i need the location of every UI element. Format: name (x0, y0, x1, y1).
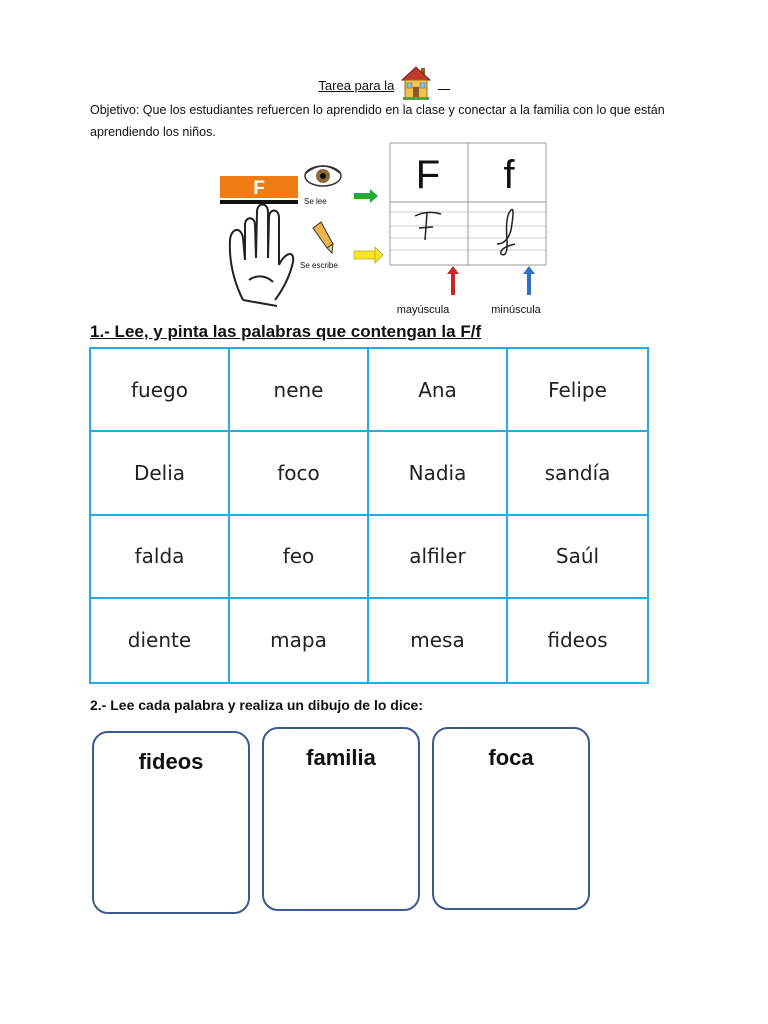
lower-label: minúscula (491, 304, 541, 316)
word-cell[interactable]: Ana (369, 349, 508, 433)
house-icon (400, 64, 432, 103)
word-cell[interactable]: Felipe (508, 349, 647, 433)
write-label: Se escribe (300, 261, 338, 270)
word-text: Ana (418, 377, 457, 402)
exercise-1-heading: 1.- Lee, y pinta las palabras que conten… (90, 322, 482, 341)
read-label: Se lee (304, 197, 327, 206)
word-text: Delia (133, 460, 186, 485)
word-cell[interactable]: mapa (230, 598, 369, 682)
cursive-upper-f-icon (414, 211, 442, 241)
word-grid: fuego nene Ana Felipe Delia foco Nadia s… (89, 347, 649, 684)
word-text: Felipe (548, 377, 607, 402)
upper-label: mayúscula (397, 304, 450, 316)
word-cell[interactable]: Nadia (369, 432, 508, 516)
drawing-box-foca[interactable]: foca (432, 727, 590, 910)
word-cell[interactable]: sandía (508, 432, 647, 516)
word-text: alfiler (409, 544, 466, 569)
word-text: Nadia (408, 460, 467, 485)
worksheet-title: Tarea para la (0, 64, 768, 103)
word-text: fideos (547, 628, 608, 653)
word-text: sandía (544, 460, 611, 485)
word-cell[interactable]: falda (91, 515, 230, 599)
word-text: Saúl (555, 544, 600, 569)
word-cell[interactable]: fuego (91, 349, 230, 433)
word-text: falda (134, 544, 185, 569)
word-text: diente (127, 628, 192, 653)
word-cell[interactable]: foco (230, 432, 369, 516)
word-cell[interactable]: fideos (508, 599, 647, 682)
word-cell[interactable]: mesa (369, 598, 508, 682)
drawing-box-familia[interactable]: familia (262, 727, 420, 911)
banner-letter: F (253, 178, 265, 199)
word-cell[interactable]: nene (230, 349, 369, 433)
word-text: feo (282, 544, 315, 569)
letter-table: F f (389, 142, 547, 266)
word-text: fuego (131, 377, 188, 402)
exercise-2-heading: 2.- Lee cada palabra y realiza un dibujo… (90, 697, 423, 713)
word-text: mesa (410, 628, 465, 653)
drawing-box-label: foca (488, 745, 534, 770)
word-cell[interactable]: diente (91, 598, 230, 682)
eye-icon (304, 165, 342, 187)
green-arrow-icon (354, 189, 378, 203)
word-text: foco (277, 460, 320, 485)
letter-f-graphic: F Se lee Se escribe (215, 140, 550, 320)
drawing-box-label: fideos (138, 749, 204, 774)
blue-up-arrow-icon (523, 266, 535, 295)
drawing-box-label: familia (306, 745, 376, 770)
red-up-arrow-icon (447, 266, 459, 295)
cursive-lower-f-icon (496, 208, 516, 256)
lower-print-letter: f (503, 153, 515, 197)
upper-print-letter: F (416, 153, 440, 197)
yellow-arrow-icon (353, 246, 384, 264)
word-text: mapa (270, 628, 327, 653)
drawing-box-fideos[interactable]: fideos (92, 731, 250, 914)
word-cell[interactable]: Saúl (508, 516, 647, 599)
hand-sign-icon (228, 203, 295, 307)
word-cell[interactable]: Delia (91, 432, 230, 516)
objective-text: Objetivo: Que los estudiantes refuercen … (90, 103, 665, 139)
title-text: Tarea para la (318, 78, 395, 93)
word-text: nene (273, 377, 324, 402)
letter-banner (220, 176, 298, 198)
word-cell[interactable]: feo (230, 515, 369, 599)
word-cell[interactable]: alfiler (369, 515, 508, 599)
pencil-icon (312, 221, 334, 255)
